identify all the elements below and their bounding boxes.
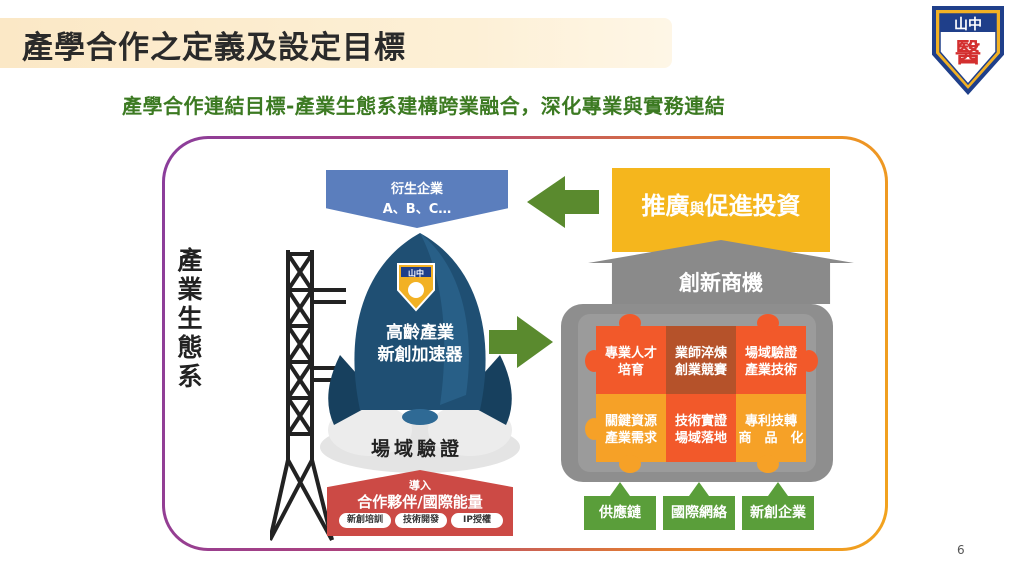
puzzle-piece-2 [666,326,736,394]
logo-glyph: 醫 [955,39,981,69]
ecosystem-label: 產業生態系 [170,246,210,391]
puzzle-cell-1-l1: 專業人才 [604,346,657,361]
rocket-name-line1: 高齡產業 [386,323,454,343]
pill-startup-training: 新創培訓 [339,513,391,528]
puzzle-cell-5: 技術實證 場域落地 [666,413,736,447]
investment-part2: 促進投資 [704,192,801,220]
title-bar [0,18,672,68]
partner-intro: 導入 [409,479,431,492]
puzzle-cell-1-l2: 培育 [617,363,644,378]
puzzle-tab [619,314,641,332]
investment-label: 推廣與促進投資 [612,186,830,221]
puzzle-cell-3-l2: 產業技術 [744,363,797,378]
puzzle-cell-5-l1: 技術實證 [674,414,727,429]
puzzle-cell-4-l2: 產業需求 [604,431,657,446]
launch-tower-icon [270,250,346,541]
arrow-left-icon [527,176,599,228]
page-number: 6 [957,543,965,557]
puzzle-piece-5 [666,394,736,462]
field-validation-label: 場域驗證 [370,438,463,460]
output-tip [689,482,709,496]
rocket-icon [320,233,520,473]
investment-part1: 推廣 [641,192,690,220]
ecosystem-label-text: 產業生態系 [177,246,203,391]
puzzle-cell-5-l2: 場域落地 [674,431,727,446]
puzzle-cell-4: 關鍵資源 產業需求 [596,413,666,447]
rocket-name: 高齡產業 新創加速器 [350,322,490,366]
puzzle-cell-2-l1: 業師淬煉 [674,346,727,361]
puzzle-cell-2: 業師淬煉 創業競賽 [666,345,736,379]
puzzle-cell-6: 專利技轉 商 品 化 [736,413,806,447]
investment-joiner: 與 [689,200,705,218]
puzzle-cell-1: 專業人才 培育 [596,345,666,379]
puzzle-cell-6-l1: 專利技轉 [744,414,797,429]
puzzle-cell-3: 場域驗證 產業技術 [736,345,806,379]
puzzle-tab [585,350,603,372]
puzzle-tab [800,350,818,372]
logo-text: 山中 [954,16,982,33]
puzzle-piece-1 [596,326,666,394]
puzzle-cell-6-l2: 商 品 化 [738,431,804,446]
output-tip [768,482,788,496]
subtitle: 產學合作連結目標-產業生態系建構跨業融合，深化專業與實務連結 [122,94,726,118]
output-supply-chain: 供應鏈 [584,496,656,530]
puzzle-piece-6 [736,394,806,462]
investment-block [612,168,830,252]
output-tip [610,482,630,496]
opportunity-label: 創新商機 [679,271,763,295]
spinoff-title: 衍生企業 [390,182,443,197]
rocket-logo-icon: 山中 [397,263,435,312]
pill-tech-dev: 技術開發 [395,513,447,528]
arrow-right-icon [489,316,553,368]
output-global-network: 國際網絡 [663,496,735,530]
puzzle-tab [585,418,603,440]
puzzle-tab [619,455,641,473]
rocket-name-line2: 新創加速器 [377,345,463,365]
rocket-logo-text: 山中 [408,268,424,278]
output-new-ventures: 新創企業 [742,496,814,530]
school-logo-icon: 山中 醫 [932,6,1004,95]
puzzle-cell-2-l2: 創業競賽 [674,363,727,378]
puzzle-tab [757,455,779,473]
page-title: 產學合作之定義及設定目標 [22,30,406,66]
pill-ip-license: IP授權 [451,513,503,528]
puzzle-piece-4 [596,394,666,462]
puzzle-piece-3 [736,326,806,394]
puzzle-cell-3-l1: 場域驗證 [744,346,797,361]
puzzle-tab [757,314,779,332]
puzzle-cell-4-l1: 關鍵資源 [604,414,657,429]
partner-title: 合作夥伴/國際能量 [357,493,483,511]
spinoff-subtitle: A、B、C… [382,202,452,217]
